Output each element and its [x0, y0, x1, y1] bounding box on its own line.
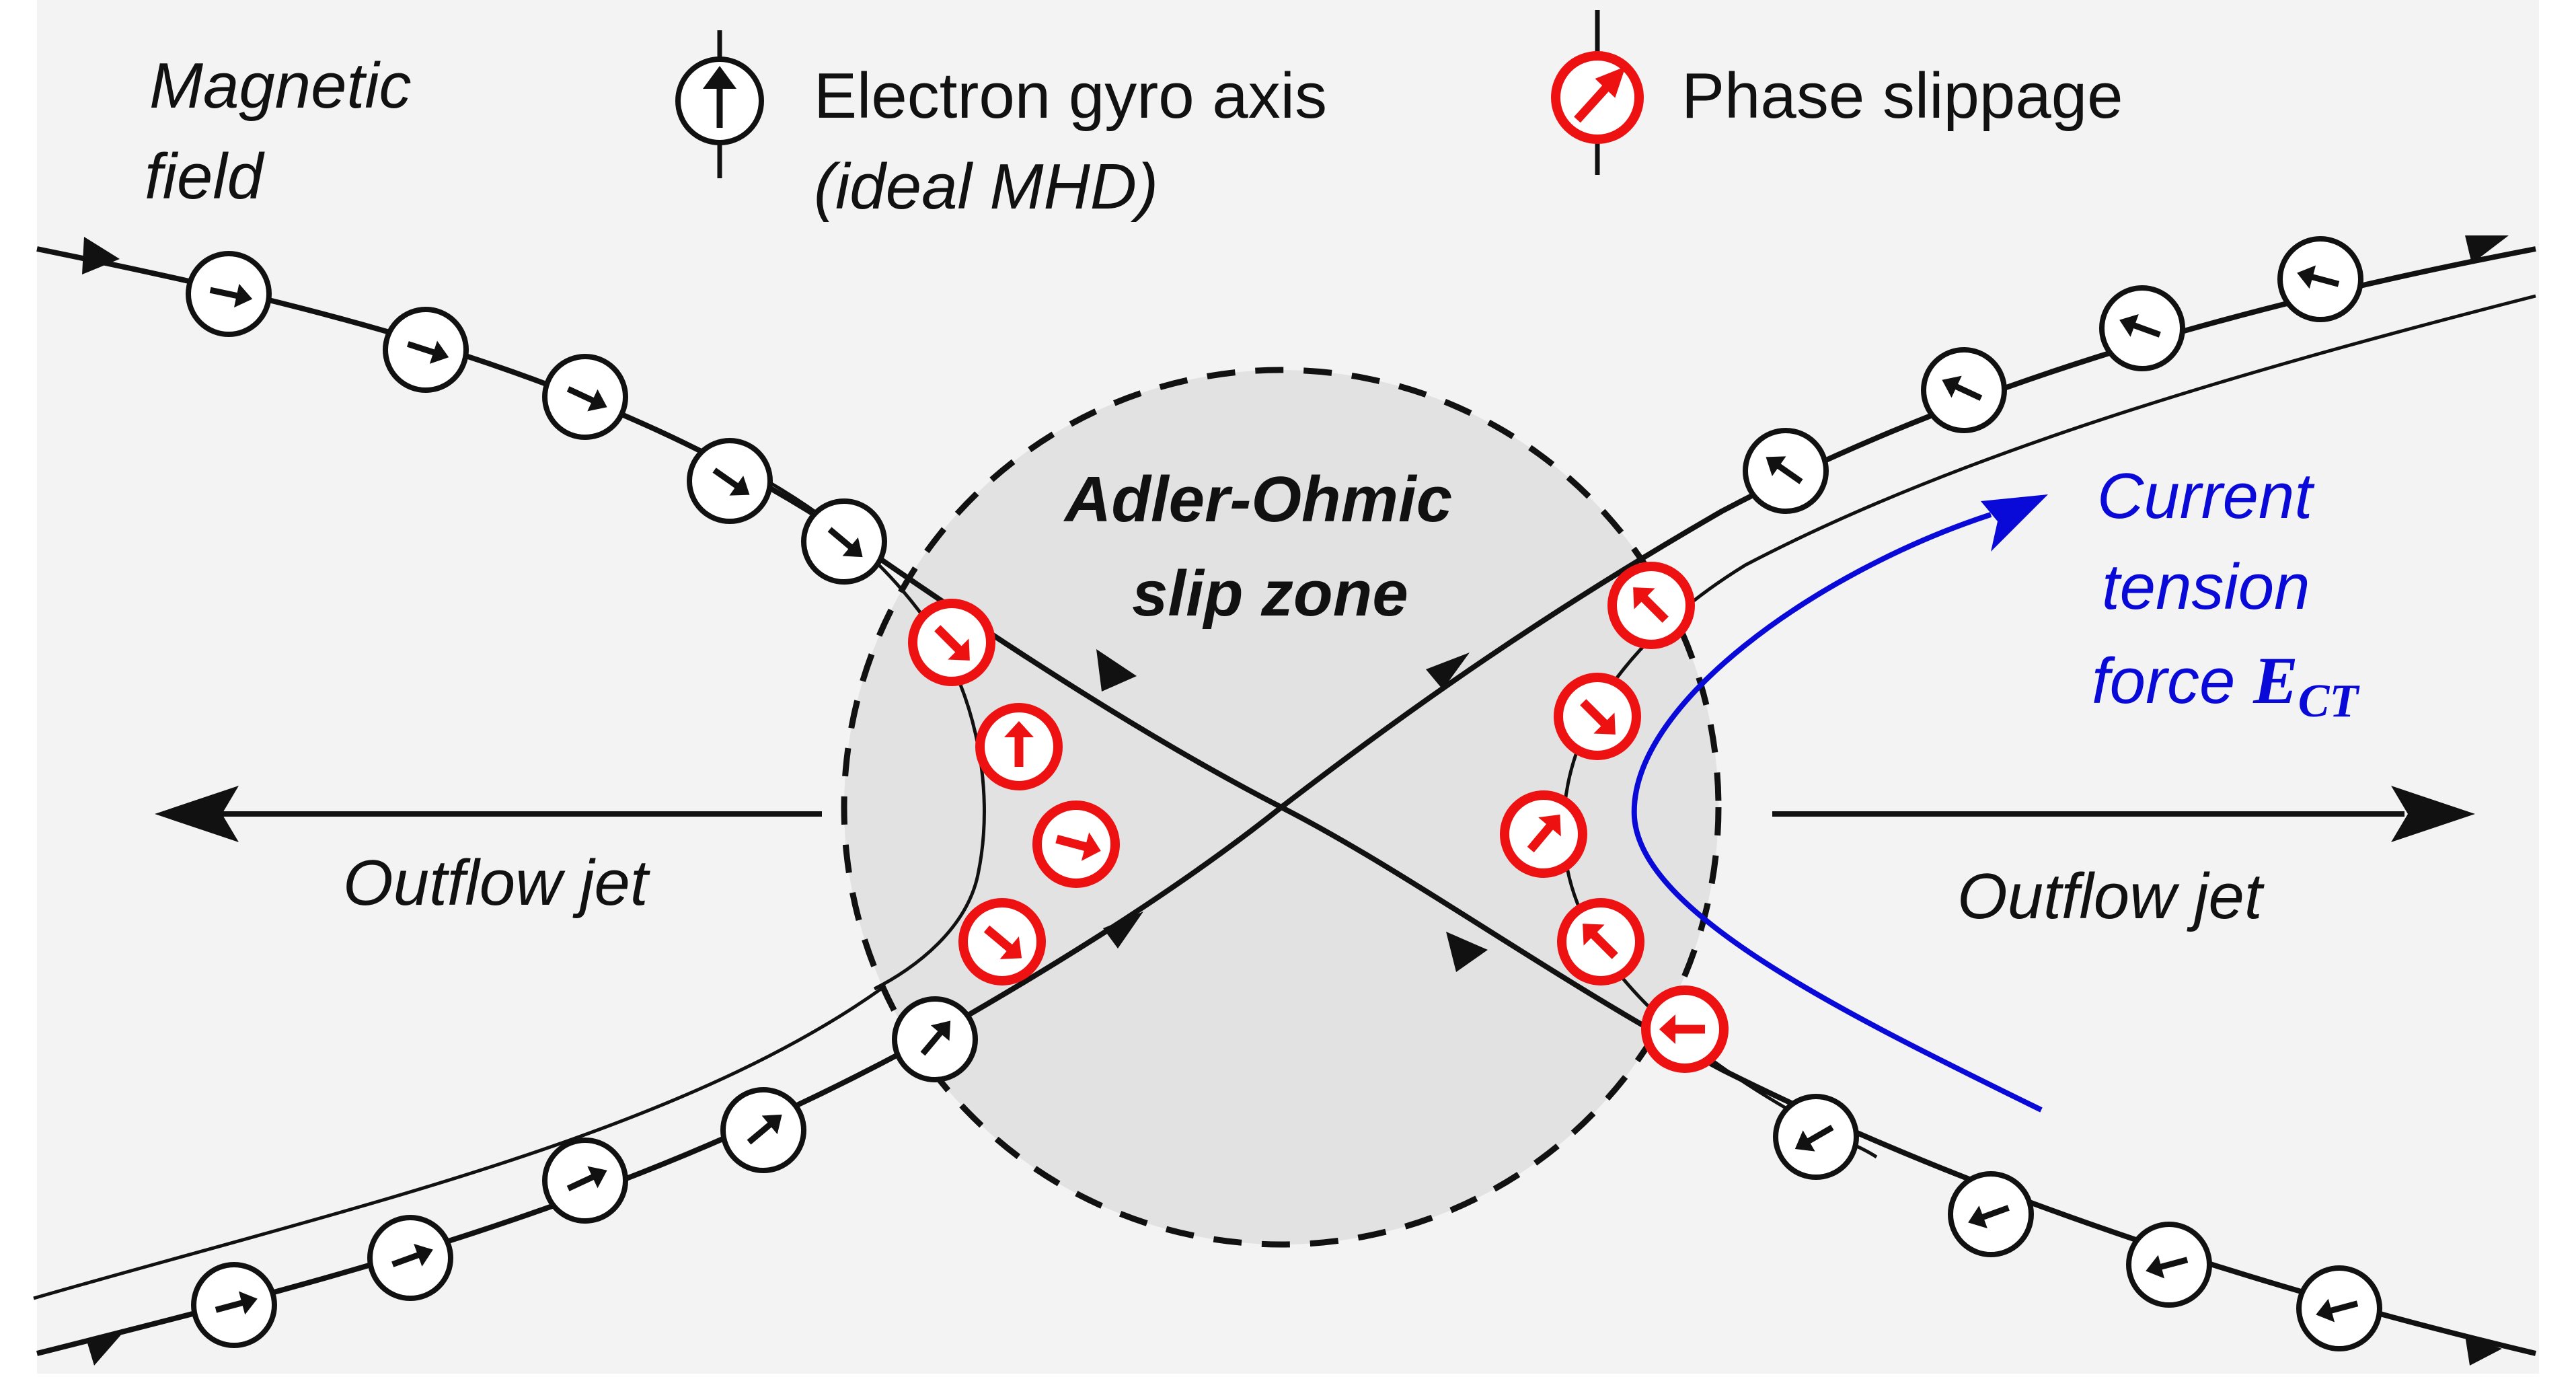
electron-gyro-marker — [801, 498, 887, 585]
electron-gyro-marker — [367, 1215, 453, 1301]
electron-gyro-marker — [383, 307, 469, 393]
legend-electron-sublabel: (ideal MHD) — [814, 151, 1158, 223]
current-tension-label-line2: tension — [2102, 551, 2310, 623]
magnetic-field-label-line2: field — [145, 141, 265, 213]
electron-gyro-marker — [186, 251, 272, 337]
electron-gyro-marker — [542, 354, 628, 440]
gyro-direction-arrow-icon — [406, 340, 449, 364]
thin-field-line-lower-left — [33, 987, 882, 1300]
gyro-direction-arrow-icon — [1968, 1205, 2010, 1229]
current-tension-label-line3: force ECT — [2092, 643, 2360, 727]
gyro-direction-arrow-icon — [827, 527, 863, 558]
slip-direction-arrow-icon — [1580, 699, 1616, 735]
field-arrow-lower-left-outer — [86, 1333, 122, 1366]
slip-direction-arrow-icon — [983, 925, 1022, 959]
electron-gyro-marker — [1743, 428, 1829, 514]
electron-gyro-marker — [687, 438, 773, 524]
legend-phase-label: Phase slippage — [1681, 60, 2123, 132]
electron-gyro-marker — [1948, 1171, 2034, 1257]
phase-slip-marker — [1500, 790, 1587, 878]
gyro-direction-arrow-icon — [566, 1166, 607, 1191]
electron-gyro-marker — [2277, 236, 2363, 322]
field-arrow-upper-left-inner — [1096, 649, 1137, 692]
slip-direction-arrow-icon — [934, 625, 970, 661]
current-tension-word: force — [2092, 645, 2253, 717]
slip-direction-arrow-icon — [1527, 814, 1561, 853]
slip-direction-arrow-icon — [1659, 1014, 1705, 1044]
electron-gyro-marker — [892, 996, 978, 1082]
gyro-direction-arrow-icon — [1794, 1125, 1834, 1152]
current-tension-curve — [1631, 512, 2043, 1113]
electron-gyro-marker — [1773, 1094, 1859, 1180]
electron-gyro-marker — [720, 1087, 806, 1173]
field-arrow-upper-right-inner — [1426, 653, 1470, 690]
slip-direction-arrow-icon — [1055, 832, 1101, 861]
gyro-direction-arrow-icon — [566, 386, 607, 412]
electron-gyro-marker — [542, 1138, 628, 1224]
field-direction-arrows — [82, 235, 2509, 1366]
current-tension-arrowhead — [1981, 494, 2048, 552]
phase-slip-marker — [975, 703, 1063, 790]
electron-gyro-marker — [2296, 1265, 2382, 1351]
field-arrow-lower-left-inner — [1103, 911, 1143, 948]
gyro-direction-arrow-icon — [712, 468, 750, 496]
phase-slip-marker — [1607, 562, 1695, 649]
phase-slip-marker — [958, 898, 1046, 985]
slip-zone-title-line2: slip zone — [1132, 558, 1408, 630]
gyro-direction-arrow-icon — [920, 1020, 951, 1056]
field-arrow-lower-right-inner — [1446, 932, 1488, 972]
gyro-direction-arrow-icon — [747, 1114, 782, 1145]
phase-slip-marker — [1032, 801, 1120, 888]
electron-gyro-marker — [2126, 1222, 2212, 1308]
phase-slip-marker — [908, 599, 995, 686]
slip-direction-arrow-icon — [1583, 924, 1618, 959]
field-arrow-upper-left-outer — [82, 237, 120, 274]
current-tension-symbol: E — [2252, 643, 2298, 718]
electron-gyro-marker — [2099, 285, 2185, 371]
current-tension-label-line1: Current — [2097, 460, 2314, 532]
legend-electron-label: Electron gyro axis — [814, 60, 1327, 132]
outflow-right-label: Outflow jet — [1957, 860, 2265, 932]
field-line-lower-left-to-upper-right — [36, 246, 2536, 1356]
gyro-direction-arrow-icon — [209, 283, 253, 308]
field-arrow-upper-right-outer — [2465, 235, 2509, 264]
gyro-direction-arrow-icon — [1766, 456, 1803, 484]
outflow-jet-right-arrowhead — [2391, 786, 2475, 842]
field-arrow-lower-right-outer — [2465, 1335, 2502, 1366]
electron-gyro-markers — [186, 236, 2382, 1351]
gyro-direction-arrow-icon — [391, 1243, 433, 1267]
current-tension-subscript: CT — [2298, 675, 2361, 727]
phase-slip-marker — [1554, 673, 1641, 760]
slip-direction-arrow-icon — [1004, 721, 1034, 767]
outflow-jet-left-arrowhead — [155, 786, 239, 842]
legend-electron-gyro — [675, 30, 764, 178]
magnetic-field-label-line1: Magnetic — [149, 50, 412, 122]
phase-slip-marker — [1641, 985, 1729, 1073]
gyro-direction-arrow-icon — [2119, 313, 2161, 338]
gyro-direction-arrow-icon — [215, 1291, 258, 1315]
phase-slip-marker — [1557, 898, 1644, 985]
gyro-direction-arrow-icon — [2146, 1255, 2189, 1279]
slip-zone-title-line1: Adler-Ohmic — [1063, 463, 1452, 535]
electron-gyro-marker — [191, 1262, 277, 1348]
diagonal-arrow-in-red-circle-icon — [1574, 66, 1626, 123]
outflow-left-label: Outflow jet — [343, 847, 650, 919]
gyro-direction-arrow-icon — [2316, 1298, 2359, 1323]
phase-slip-markers — [908, 562, 1729, 1073]
up-arrow-in-circle-icon — [703, 66, 736, 128]
legend-phase-slip — [1551, 10, 1644, 175]
gyro-direction-arrow-icon — [2297, 265, 2340, 289]
slip-direction-arrow-icon — [1633, 587, 1669, 623]
electron-gyro-marker — [1921, 347, 2007, 433]
gyro-direction-arrow-icon — [1942, 375, 1983, 401]
